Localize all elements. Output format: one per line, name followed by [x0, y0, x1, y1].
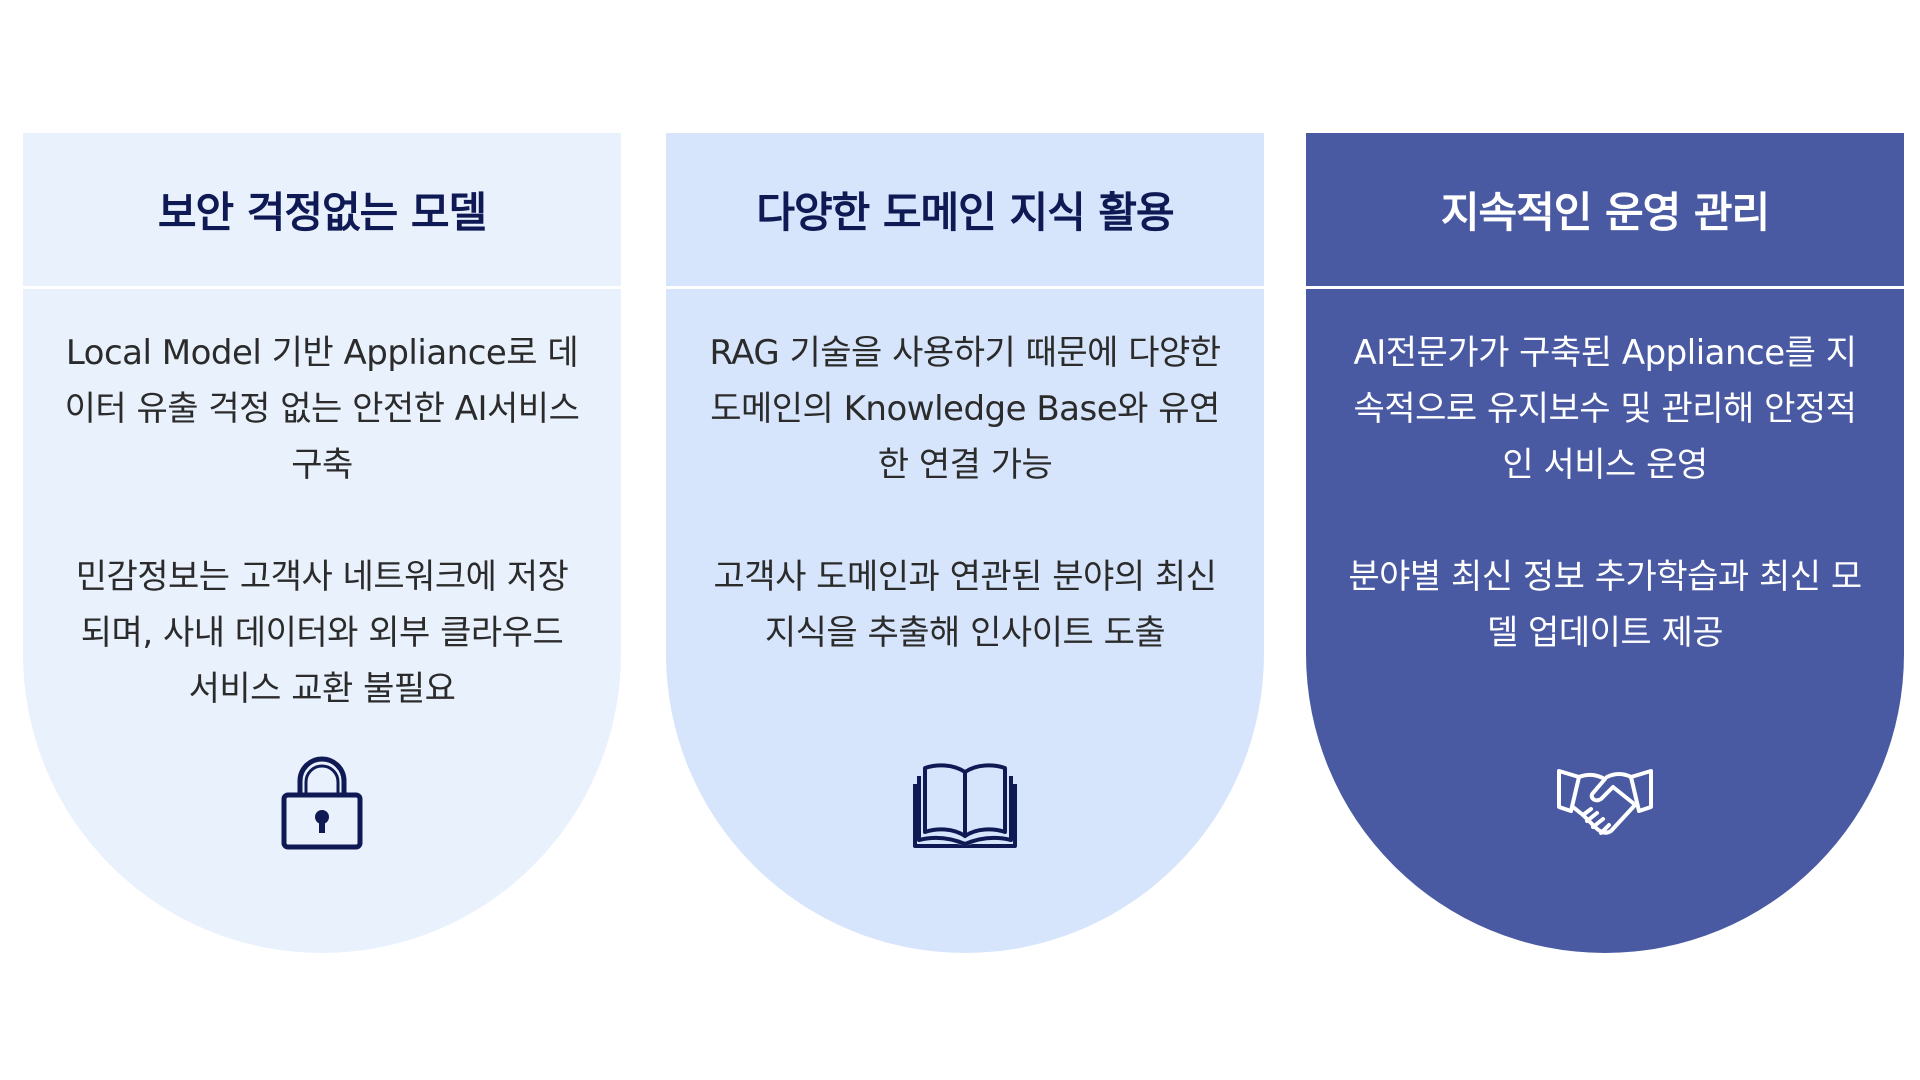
- feature-card-domain: 다양한 도메인 지식 활용 RAG 기술을 사용하기 때문에 다양한 도메인의 …: [666, 133, 1264, 953]
- book-icon: [910, 748, 1020, 858]
- card-paragraph: AI전문가가 구축된 Appliance를 지속적으로 유지보수 및 관리해 안…: [1353, 333, 1857, 485]
- feature-card-security: 보안 걱정없는 모델 Local Model 기반 Appliance로 데이터…: [23, 133, 621, 953]
- card-divider: [23, 286, 621, 289]
- card-body: AI전문가가 구축된 Appliance를 지속적으로 유지보수 및 관리해 안…: [1306, 289, 1904, 661]
- card-title: 다양한 도메인 지식 활용: [756, 188, 1174, 237]
- card-divider: [666, 286, 1264, 289]
- card-divider: [1306, 286, 1904, 289]
- handshake-icon: [1550, 748, 1660, 858]
- card-title: 지속적인 운영 관리: [1440, 188, 1770, 237]
- card-title: 보안 걱정없는 모델: [157, 188, 487, 237]
- lock-icon: [267, 748, 377, 858]
- card-body: RAG 기술을 사용하기 때문에 다양한 도메인의 Knowledge Base…: [666, 289, 1264, 661]
- card-paragraph: Local Model 기반 Appliance로 데이터 유출 걱정 없는 안…: [64, 333, 580, 485]
- card-paragraph: 민감정보는 고객사 네트워크에 저장되며, 사내 데이터와 외부 클라우드 서비…: [75, 557, 569, 709]
- card-paragraph: 분야별 최신 정보 추가학습과 최신 모델 업데이트 제공: [1348, 557, 1862, 653]
- card-body: Local Model 기반 Appliance로 데이터 유출 걱정 없는 안…: [23, 289, 621, 717]
- card-paragraph: RAG 기술을 사용하기 때문에 다양한 도메인의 Knowledge Base…: [709, 333, 1221, 485]
- card-paragraph: 고객사 도메인과 연관된 분야의 최신 지식을 추출해 인사이트 도출: [713, 557, 1217, 653]
- feature-card-operations: 지속적인 운영 관리 AI전문가가 구축된 Appliance를 지속적으로 유…: [1306, 133, 1904, 953]
